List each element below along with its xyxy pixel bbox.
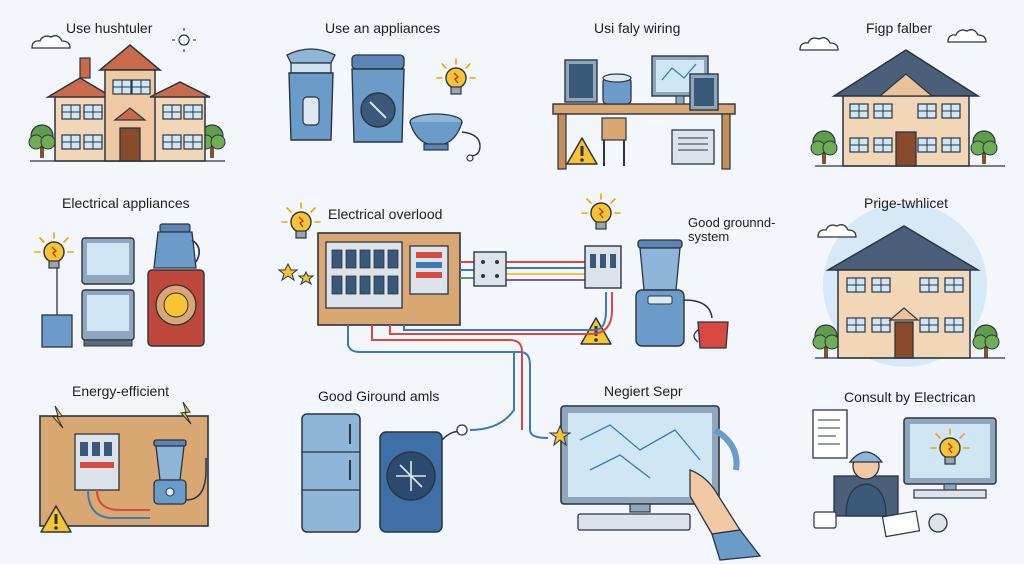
- label-appliances-top: Use an appliances: [325, 20, 441, 36]
- energy-board-icon: [39, 401, 209, 533]
- label-electrical-appliances: Electrical appliances: [62, 195, 190, 211]
- label-house-top-left: Use hushtuler: [66, 20, 153, 36]
- junction-box-icon: [473, 251, 507, 287]
- sun-icon: [172, 28, 196, 52]
- house-icon: [812, 203, 1005, 367]
- label-good-ground-appls: Good Giround amls: [318, 388, 440, 404]
- refrigerator-icon: [301, 413, 361, 533]
- label-good-grounding: Good grounnd-system: [688, 215, 776, 244]
- blender-icon: [581, 193, 729, 349]
- heater-icon: [379, 424, 468, 533]
- electrician-icon: [812, 409, 997, 538]
- breaker-panel-icon: [277, 202, 612, 345]
- tv-icon: [34, 232, 135, 348]
- kettle-icon: [147, 223, 205, 347]
- label-electrical-overload: Electrical overlood: [328, 206, 443, 222]
- label-house-top-right: Figp falber: [866, 20, 933, 36]
- label-house-mid-right: Prige-twhlicet: [864, 195, 949, 211]
- desk-computer-icon: [552, 55, 736, 170]
- label-consult-electrician: Consult by Electrican: [844, 389, 976, 405]
- label-negiert-sepr: Negiert Sepr: [604, 383, 683, 399]
- appliance-group-icon: [286, 48, 481, 162]
- spark-icon: [277, 262, 299, 282]
- house-icon: [799, 29, 1005, 167]
- house-icon: [28, 28, 226, 162]
- computer-icon: [548, 405, 762, 561]
- label-faulty-wiring: Usi faly wiring: [594, 20, 681, 36]
- label-energy-efficient: Energy-efficient: [72, 383, 170, 399]
- wire-bundle: [347, 261, 613, 439]
